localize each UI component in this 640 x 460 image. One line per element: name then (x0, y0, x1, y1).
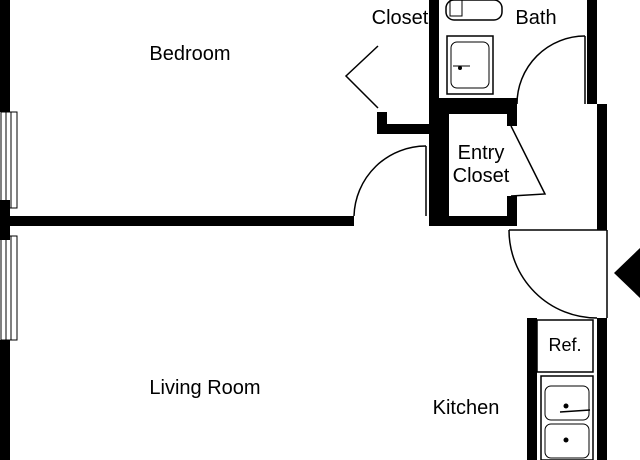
bath-bottom-wall (439, 98, 517, 106)
bath-door-swing (516, 35, 586, 105)
closet-label: Closet (372, 7, 429, 29)
kitchen-sink-icon (540, 375, 594, 460)
bedroom-living-wall (10, 216, 354, 226)
entry-closet-bottom-wall (439, 216, 517, 226)
window-living-room (0, 235, 18, 341)
kitchen-label: Kitchen (433, 397, 500, 419)
kitchen-fixtures: Ref. (536, 319, 594, 460)
doors (344, 35, 608, 319)
bath-label: Bath (515, 7, 556, 29)
right-exterior-wall-mid (597, 104, 607, 230)
entry-closet-label-line1: Entry (458, 142, 505, 164)
left-exterior-wall (0, 0, 10, 112)
bath-fixtures (445, 0, 503, 95)
entry-closet-top-wall (439, 104, 517, 114)
bath-sink-icon (446, 35, 494, 95)
entry-arrow-icon (614, 248, 640, 298)
refrigerator-icon (536, 319, 594, 373)
left-exterior-wall-lower (0, 340, 10, 460)
bedroom-label: Bedroom (149, 43, 230, 65)
kitchen-left-wall (527, 318, 537, 460)
bath-closet-wall (429, 0, 439, 226)
closet-bifold-door (344, 45, 379, 109)
entry-door-swing (508, 229, 598, 319)
right-exterior-wall-upper (587, 0, 597, 104)
living-room-label: Living Room (149, 377, 260, 399)
closet-wall-horizontal (377, 124, 439, 134)
entry-closet-left-wall (439, 104, 449, 226)
window-bedroom (0, 111, 18, 209)
toilet-icon (445, 0, 503, 21)
windows (0, 111, 18, 341)
closet-wall-vertical (377, 112, 387, 134)
bedroom-door-swing (353, 145, 427, 217)
entry-closet-right-wall-lower (507, 196, 517, 226)
walls (0, 0, 607, 460)
entry-closet-right-wall-upper (507, 104, 517, 126)
left-exterior-wall-middle (0, 200, 10, 240)
entry-closet-door (510, 125, 547, 197)
refrigerator-label: Ref. (548, 335, 581, 355)
entry-closet-label-line2: Closet (453, 165, 510, 187)
right-exterior-wall-lower (597, 318, 607, 460)
